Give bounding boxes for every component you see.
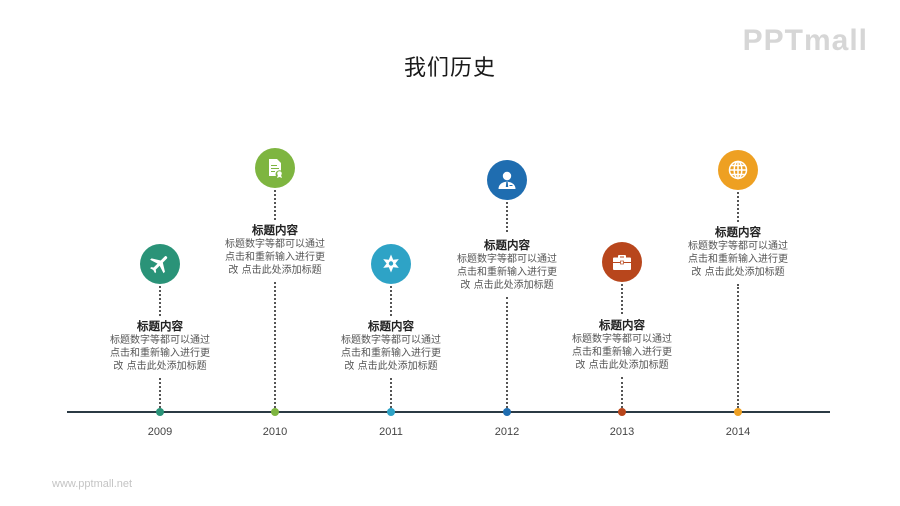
event-body-line: 标题数字等都可以通过 — [225, 239, 325, 250]
event-heading: 标题内容 — [252, 223, 298, 237]
globe-icon — [718, 150, 758, 190]
event-body-line: 点击和重新输入进行更 — [341, 348, 441, 359]
person-icon — [487, 160, 527, 200]
slide-title: 我们历史 — [403, 56, 496, 81]
year-label: 2009 — [147, 426, 173, 438]
timeline-dot — [387, 408, 395, 416]
event-card: 标题内容 标题数字等都可以通过 点击和重新输入进行更 改 点击此处添加标题 — [560, 317, 684, 372]
event-body-line: 标题数字等都可以通过 — [688, 241, 788, 252]
timeline-dot — [503, 408, 511, 416]
event-heading: 标题内容 — [599, 318, 645, 332]
timeline-dot — [618, 408, 626, 416]
year-label: 2012 — [494, 426, 520, 438]
airplane-icon — [140, 244, 180, 284]
year-label: 2014 — [725, 426, 751, 438]
timeline-dot — [156, 408, 164, 416]
event-body-line: 点击和重新输入进行更 — [688, 254, 788, 265]
pptmall-logo: PPTmall — [742, 24, 868, 57]
connector-line — [506, 202, 508, 232]
event-card: 标题内容 标题数字等都可以通过 点击和重新输入进行更 改 点击此处添加标题 — [98, 318, 222, 373]
connector-line — [506, 297, 508, 408]
star-badge-icon — [371, 244, 411, 284]
connector-line — [159, 286, 161, 316]
timeline-dot — [734, 408, 742, 416]
event-body-line: 标题数字等都可以通过 — [457, 254, 557, 265]
event-body-line: 点击和重新输入进行更 — [457, 267, 557, 278]
year-label: 2010 — [262, 426, 288, 438]
event-body-line: 标题数字等都可以通过 — [341, 335, 441, 346]
connector-line — [274, 190, 276, 220]
briefcase-icon — [602, 242, 642, 282]
event-heading: 标题内容 — [715, 225, 761, 239]
event-card: 标题内容 标题数字等都可以通过 点击和重新输入进行更 改 点击此处添加标题 — [445, 237, 569, 292]
event-body-line: 标题数字等都可以通过 — [110, 335, 210, 346]
connector-line — [390, 286, 392, 316]
event-card: 标题内容 标题数字等都可以通过 点击和重新输入进行更 改 点击此处添加标题 — [676, 224, 800, 279]
event-heading: 标题内容 — [137, 319, 183, 333]
event-body-line: 标题数字等都可以通过 — [572, 334, 672, 345]
event-heading: 标题内容 — [368, 319, 414, 333]
event-heading: 标题内容 — [484, 238, 530, 252]
event-body-line: 点击和重新输入进行更 — [110, 348, 210, 359]
event-card: 标题内容 标题数字等都可以通过 点击和重新输入进行更 改 点击此处添加标题 — [213, 222, 337, 277]
timeline-axis — [67, 411, 830, 413]
connector-line — [390, 378, 392, 408]
connector-line — [621, 284, 623, 314]
document-certificate-icon — [255, 148, 295, 188]
event-body-line: 点击和重新输入进行更 — [572, 347, 672, 358]
event-body-line: 改 点击此处添加标题 — [691, 267, 785, 278]
connector-line — [737, 192, 739, 222]
event-body-line: 改 点击此处添加标题 — [575, 360, 669, 371]
event-body-line: 改 点击此处添加标题 — [344, 361, 438, 372]
connector-line — [621, 377, 623, 408]
year-label: 2013 — [609, 426, 635, 438]
event-body-line: 改 点击此处添加标题 — [460, 280, 554, 291]
year-label: 2011 — [379, 426, 403, 438]
connector-line — [737, 284, 739, 408]
connector-line — [274, 282, 276, 408]
connector-line — [159, 378, 161, 408]
event-card: 标题内容 标题数字等都可以通过 点击和重新输入进行更 改 点击此处添加标题 — [329, 318, 453, 373]
event-body-line: 改 点击此处添加标题 — [113, 361, 207, 372]
timeline-dot — [271, 408, 279, 416]
event-body-line: 点击和重新输入进行更 — [225, 252, 325, 263]
footer-url: www.pptmall.net — [52, 478, 133, 490]
event-body-line: 改 点击此处添加标题 — [228, 265, 322, 276]
